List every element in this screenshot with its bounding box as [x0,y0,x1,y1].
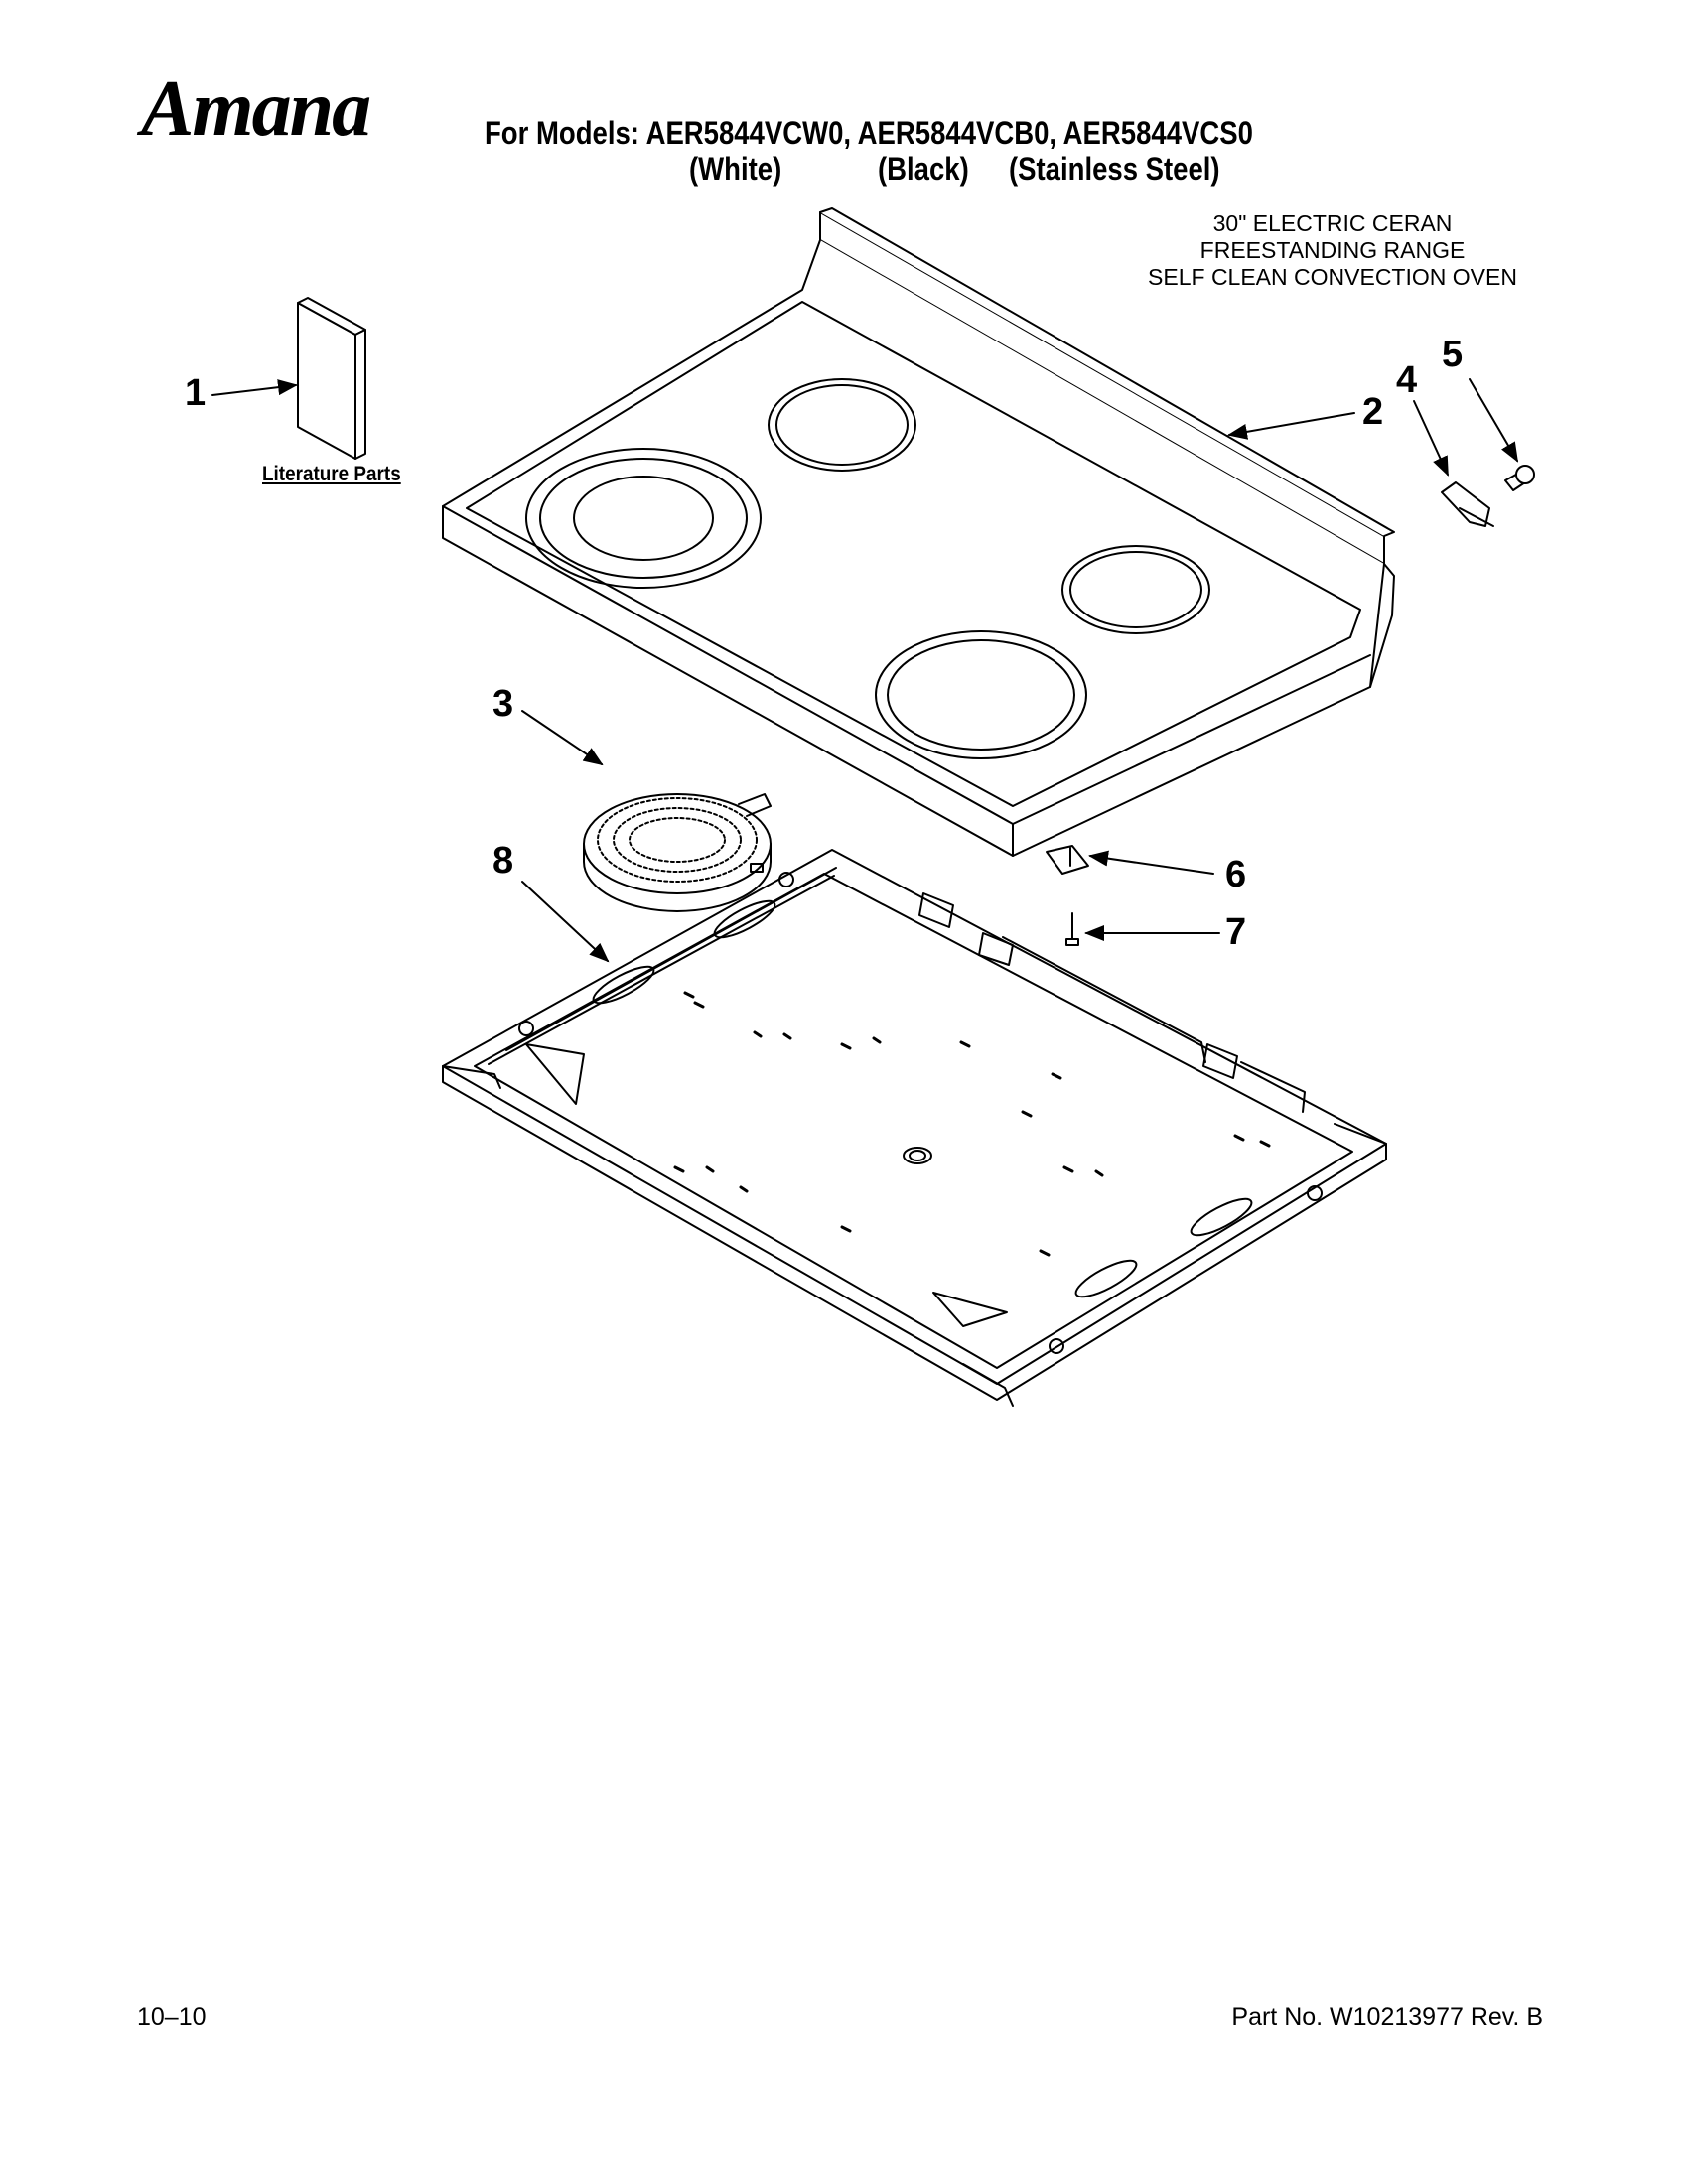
color-white: (White) [689,151,782,187]
callout-7: 7 [1225,911,1247,953]
radiant-surface-element [583,793,772,912]
description-line: 30" ELECTRIC CERAN [1212,210,1453,236]
callout-3: 3 [492,683,514,725]
literature-parts-label: Literature Parts [262,463,401,485]
callout-6: 6 [1225,854,1247,895]
callout-4: 4 [1396,359,1418,401]
literature-booklet [297,297,366,460]
color-stainless: (Stainless Steel) [1009,151,1220,187]
footer-part-number: Part No. W10213977 Rev. B [1231,2003,1543,2031]
callout-5: 5 [1442,334,1464,375]
footer-date: 10–10 [137,2003,207,2031]
models-line: For Models: AER5844VCW0, AER5844VCB0, AE… [485,115,1253,151]
bracket-and-screw [1441,465,1535,527]
callout-1: 1 [185,372,207,414]
product-description: 30" ELECTRIC CERAN FREESTANDING RANGE SE… [1124,210,1541,291]
callout-8: 8 [492,840,514,882]
callout-2: 2 [1362,391,1384,433]
cooktop-support-frame [442,849,1387,1407]
clip-and-screw [1046,845,1089,946]
description-line: SELF CLEAN CONVECTION OVEN [1148,264,1517,290]
amana-logo: Amana [141,66,371,153]
callout-leaders [211,378,1519,963]
color-black: (Black) [878,151,969,187]
cooktop-main-top [442,207,1395,857]
description-line: FREESTANDING RANGE [1199,237,1466,263]
